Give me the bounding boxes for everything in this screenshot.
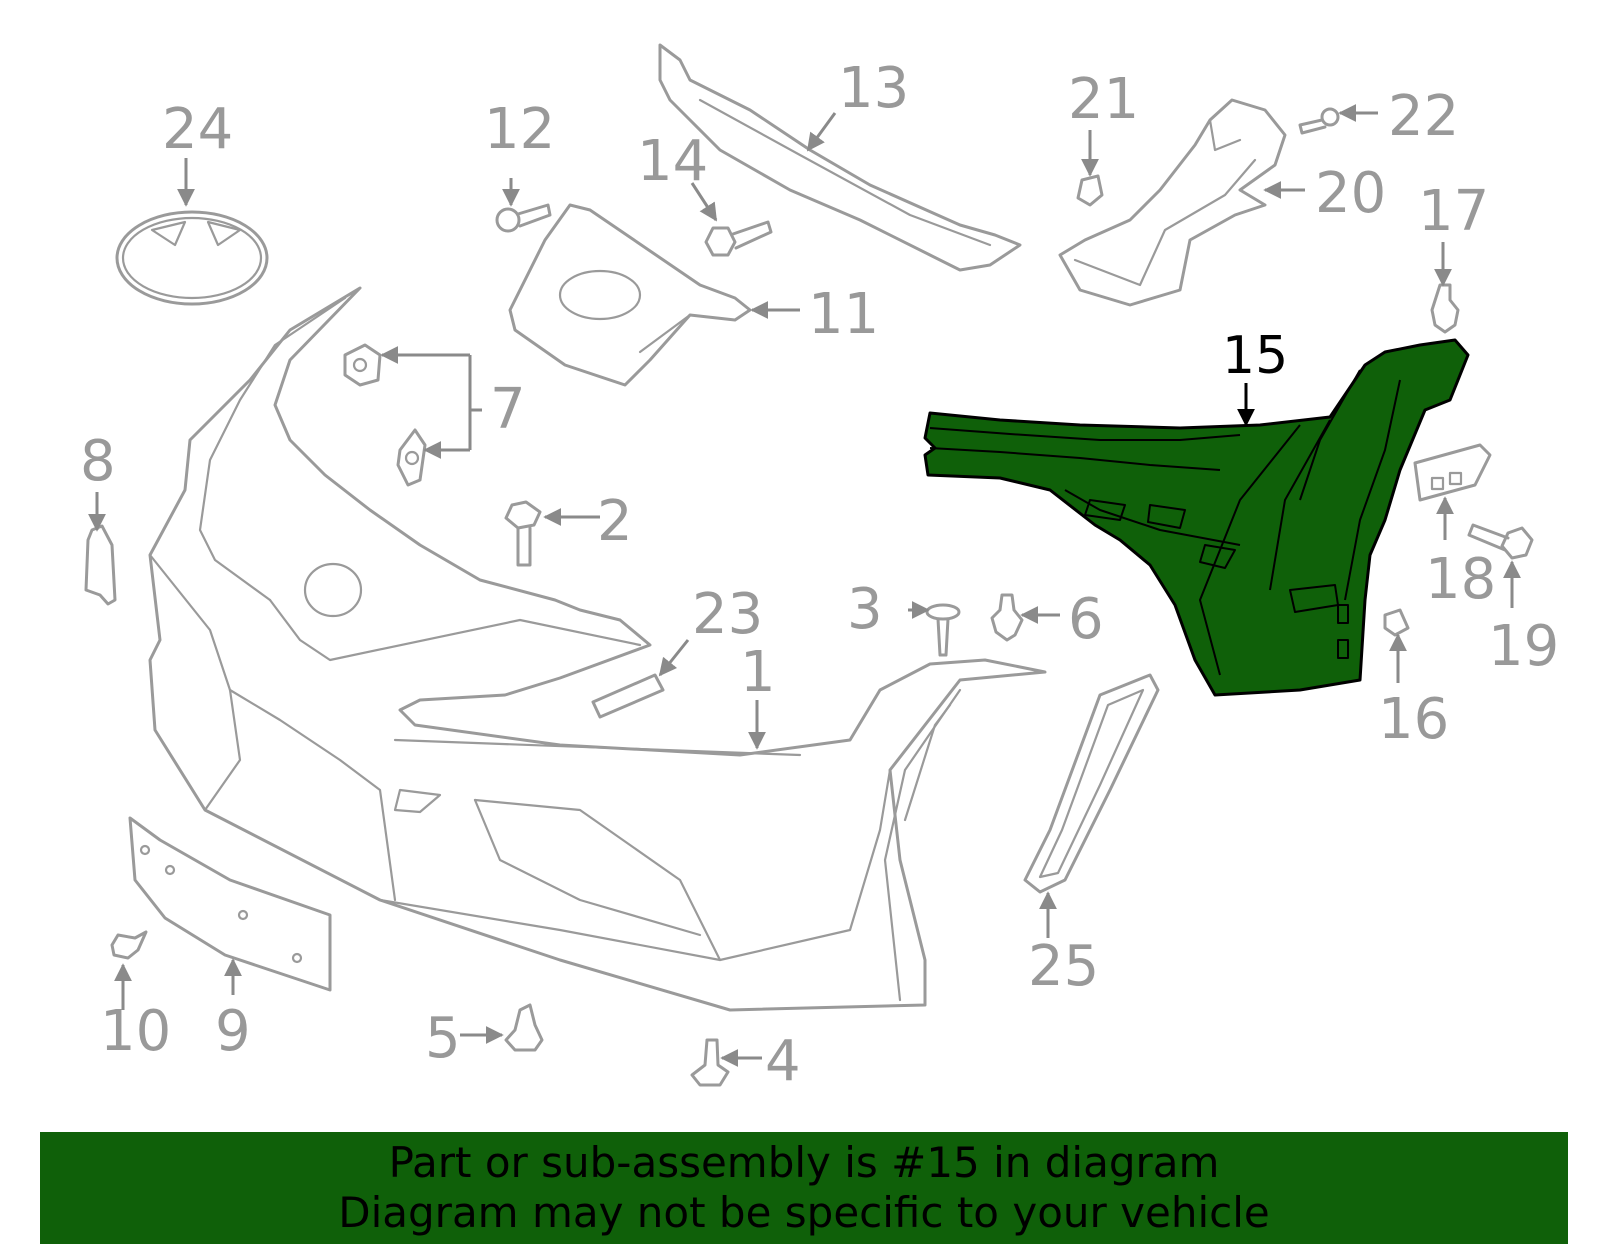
emblem-part-24 bbox=[115, 210, 269, 306]
banner-line-2: Diagram may not be specific to your vehi… bbox=[338, 1188, 1270, 1237]
callout-4: 4 bbox=[765, 1029, 801, 1094]
bolt-part-19 bbox=[1467, 523, 1534, 560]
bracket-part-20 bbox=[1058, 98, 1287, 307]
callout-16: 16 bbox=[1378, 687, 1449, 752]
callout-24: 24 bbox=[162, 97, 233, 162]
clip-part-6 bbox=[990, 593, 1024, 642]
callout-3: 3 bbox=[847, 577, 883, 642]
callout-arrows bbox=[88, 104, 1521, 1067]
callout-21: 21 bbox=[1068, 67, 1139, 132]
rivet-part-3 bbox=[925, 603, 961, 657]
callout-7: 7 bbox=[490, 377, 526, 442]
clip-part-16 bbox=[1383, 608, 1410, 637]
callout-25: 25 bbox=[1028, 934, 1099, 999]
reinforcement-part-13 bbox=[658, 43, 1022, 272]
callout-9: 9 bbox=[215, 999, 251, 1064]
callout-11: 11 bbox=[808, 282, 879, 347]
bracket-part-18 bbox=[1413, 443, 1492, 502]
bolt-part-14 bbox=[704, 220, 773, 257]
callout-12: 12 bbox=[484, 97, 555, 162]
clip-part-7 bbox=[343, 343, 427, 487]
bumper-cover-part bbox=[148, 286, 1047, 1012]
callout-23: 23 bbox=[692, 582, 763, 647]
banner-line-1: Part or sub-assembly is #15 in diagram bbox=[388, 1138, 1220, 1187]
bolt-part-12 bbox=[495, 203, 552, 233]
callout-10: 10 bbox=[100, 999, 171, 1064]
callout-19: 19 bbox=[1488, 614, 1559, 679]
clip-part-10 bbox=[110, 930, 148, 960]
callout-15: 15 bbox=[1222, 326, 1288, 386]
callout-14: 14 bbox=[637, 129, 708, 194]
clip-part-21 bbox=[1076, 174, 1104, 207]
screw-part-22 bbox=[1298, 107, 1340, 135]
bracket-part-8 bbox=[84, 524, 117, 606]
clip-part-5 bbox=[504, 1003, 544, 1052]
license-bracket-part-9 bbox=[128, 816, 332, 992]
callout-17: 17 bbox=[1418, 179, 1489, 244]
callout-18: 18 bbox=[1425, 547, 1496, 612]
clip-part-17 bbox=[1430, 283, 1460, 334]
callout-22: 22 bbox=[1388, 84, 1459, 149]
callout-5: 5 bbox=[425, 1006, 461, 1071]
bracket-part-11 bbox=[508, 203, 752, 387]
highlighted-part-15 bbox=[923, 338, 1470, 697]
callout-20: 20 bbox=[1315, 161, 1386, 226]
callout-13: 13 bbox=[838, 56, 909, 121]
clip-part-4 bbox=[690, 1038, 730, 1087]
callout-8: 8 bbox=[80, 429, 116, 494]
bolt-part-2 bbox=[504, 500, 542, 567]
info-banner: Part or sub-assembly is #15 in diagram D… bbox=[40, 1132, 1568, 1244]
callout-1: 1 bbox=[740, 640, 776, 705]
strip-part-23 bbox=[591, 673, 665, 719]
trim-part-25 bbox=[1023, 673, 1160, 894]
callout-labels: 1 2 3 4 5 6 7 8 9 10 11 12 13 14 15 16 1… bbox=[80, 56, 1559, 1094]
callout-2: 2 bbox=[597, 489, 633, 554]
callout-6: 6 bbox=[1068, 587, 1104, 652]
